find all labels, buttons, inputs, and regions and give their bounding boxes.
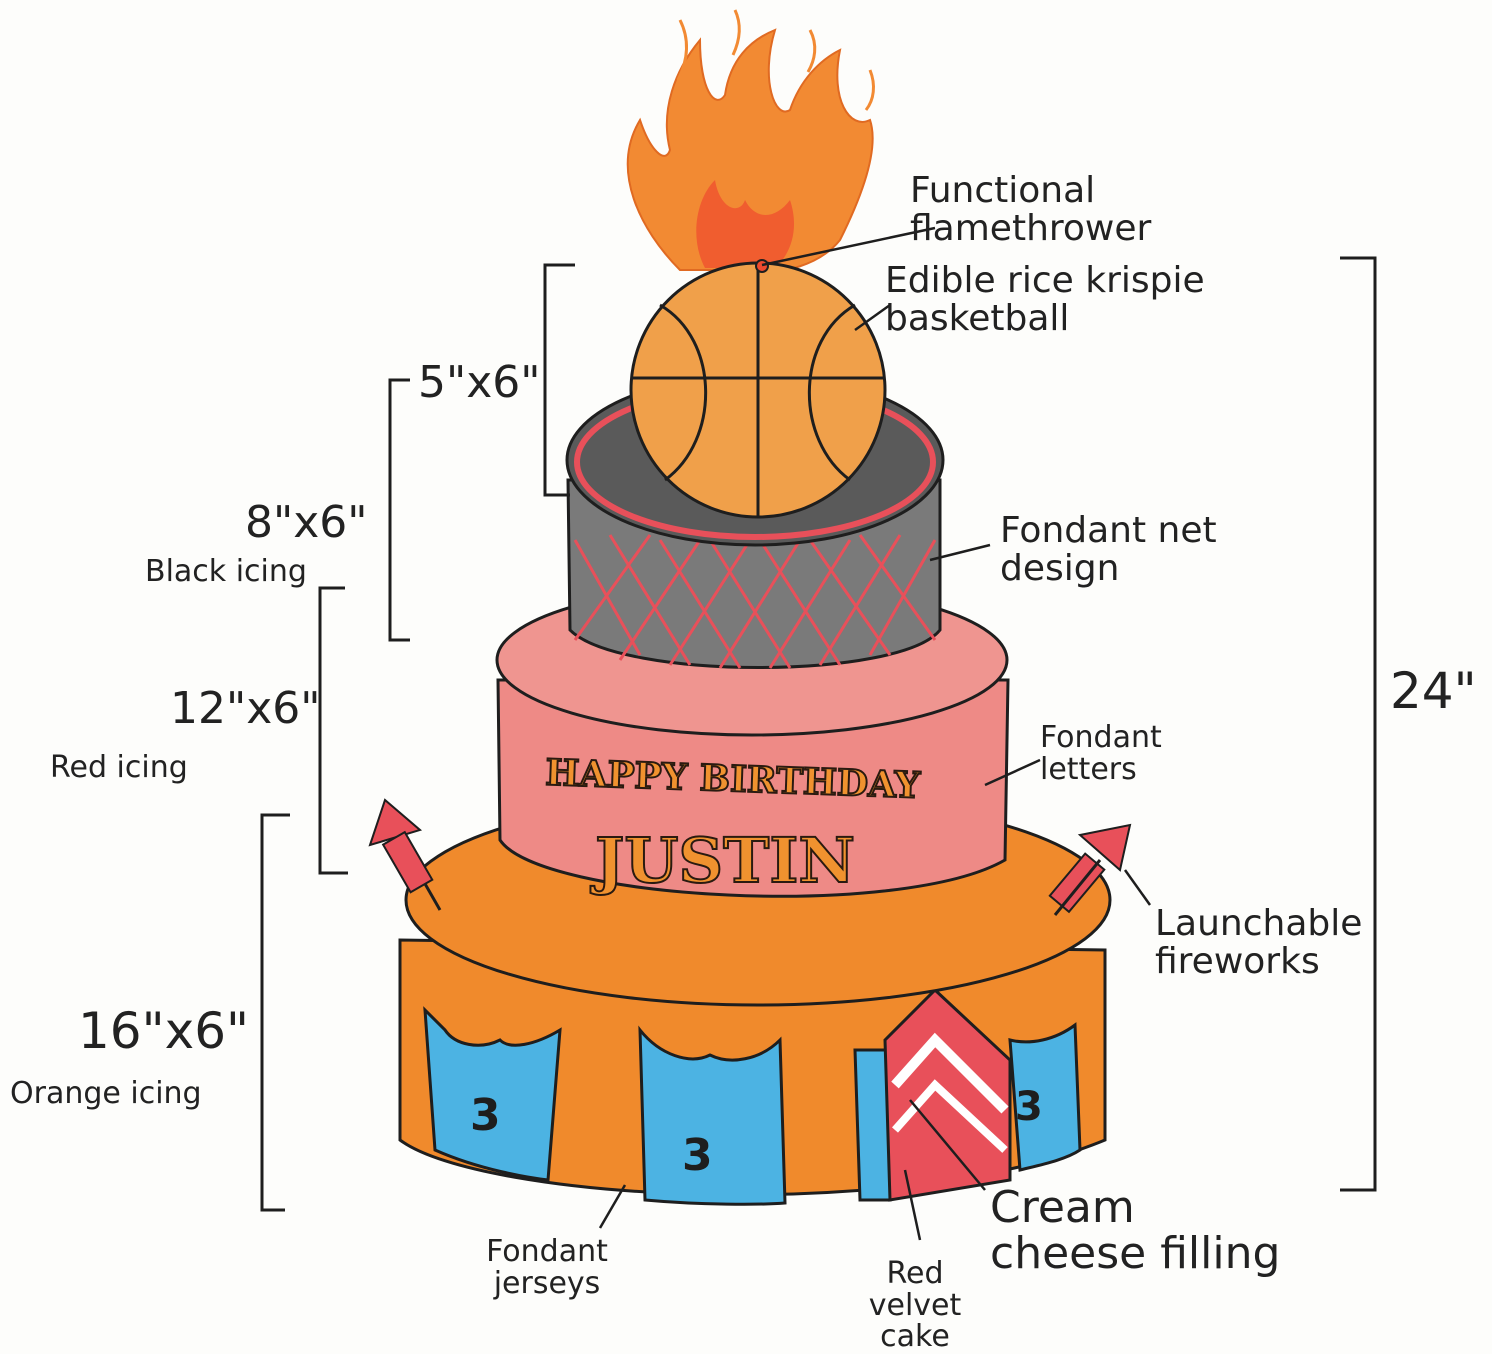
tier-bottom-size: 16"x6" bbox=[78, 1005, 249, 1058]
tier-second-size: 8"x6" bbox=[245, 500, 368, 546]
firework-left-icon bbox=[370, 800, 440, 910]
jersey-number: 3 bbox=[470, 1090, 501, 1141]
tier-top-size: 5"x6" bbox=[418, 360, 541, 406]
filling-label: Cream cheese filling bbox=[990, 1185, 1300, 1277]
red-velvet-label: Red velvet cake bbox=[840, 1258, 990, 1353]
jersey-number: 3 bbox=[682, 1130, 713, 1181]
tier-second-icing: Black icing bbox=[145, 556, 307, 588]
basketball-icon bbox=[631, 260, 885, 517]
flamethrower-label: Functional flamethrower bbox=[910, 172, 1170, 248]
bracket-24 bbox=[1340, 258, 1375, 1190]
letters-label: Fondant letters bbox=[1040, 722, 1210, 785]
tier-bottom-icing: Orange icing bbox=[10, 1078, 202, 1110]
flame-icon bbox=[628, 10, 874, 271]
bracket-12x6 bbox=[320, 588, 348, 873]
tier-third-icing: Red icing bbox=[50, 752, 188, 784]
jerseys-label: Fondant jerseys bbox=[462, 1236, 632, 1299]
cake-text-line2: JUSTIN bbox=[590, 824, 855, 897]
total-height: 24" bbox=[1390, 665, 1477, 718]
tier-third-size: 12"x6" bbox=[170, 686, 321, 732]
net-label: Fondant net design bbox=[1000, 512, 1260, 588]
basketball-label: Edible rice krispie basketball bbox=[885, 262, 1215, 338]
jersey-number: 3 bbox=[1015, 1084, 1043, 1130]
fireworks-label: Launchable fireworks bbox=[1155, 905, 1365, 981]
bracket-8x6 bbox=[390, 380, 410, 640]
bracket-16x6 bbox=[262, 815, 290, 1210]
